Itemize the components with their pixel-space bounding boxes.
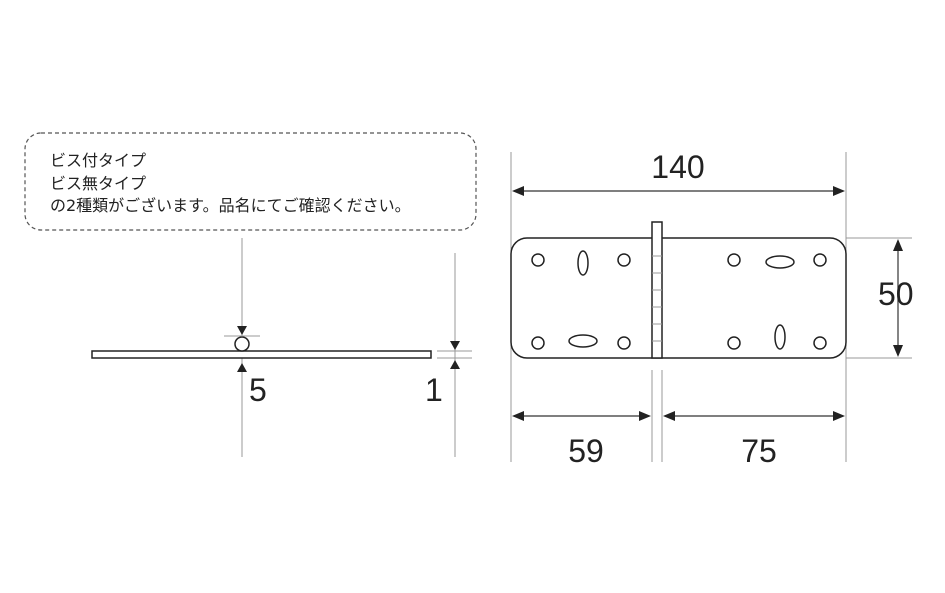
pin-diameter-label: 5 [249, 372, 267, 408]
height-bottom-arrow [893, 345, 903, 357]
thickness-top-arrow [450, 341, 460, 350]
screw-hole [531, 253, 545, 267]
pin-bottom-arrow [237, 363, 247, 372]
left-leaf-label: 59 [568, 433, 604, 469]
right-leaf-label: 75 [741, 433, 777, 469]
horizontal-slot [765, 255, 795, 269]
screw-hole [617, 253, 631, 267]
height-label: 50 [878, 276, 914, 312]
hinge-pin [234, 336, 250, 352]
hinge-plate [510, 237, 847, 359]
front-view: 140 50 59 [510, 149, 914, 469]
thickness-label: 1 [425, 372, 443, 408]
screw-hole [617, 336, 631, 350]
total-width-label: 140 [651, 149, 704, 185]
left-leaf-right-arrow [639, 411, 651, 421]
screw-hole [531, 336, 545, 350]
vertical-slot [774, 324, 786, 350]
note-box [24, 132, 477, 231]
side-plate [91, 350, 432, 359]
vertical-slot [577, 250, 589, 276]
note-line-2: ビス無タイプ [50, 174, 146, 193]
width-right-arrow [833, 186, 845, 196]
note-line-3: の2種類がございます。品名にてご確認ください。 [50, 196, 411, 215]
screw-hole [813, 253, 827, 267]
horizontal-slot [568, 334, 598, 348]
height-top-arrow [893, 239, 903, 251]
width-left-arrow [512, 186, 524, 196]
screw-hole [727, 253, 741, 267]
right-leaf-right-arrow [833, 411, 845, 421]
side-view: 5 1 [91, 238, 472, 457]
thickness-bottom-arrow [450, 360, 460, 369]
pin-top-arrow [237, 326, 247, 335]
screw-hole [813, 336, 827, 350]
screw-hole [727, 336, 741, 350]
left-leaf-left-arrow [512, 411, 524, 421]
right-leaf-left-arrow [663, 411, 675, 421]
note-line-1: ビス付タイプ [50, 151, 146, 170]
note-callout: ビス付タイプ ビス無タイプ の2種類がございます。品名にてご確認ください。 [24, 132, 477, 231]
